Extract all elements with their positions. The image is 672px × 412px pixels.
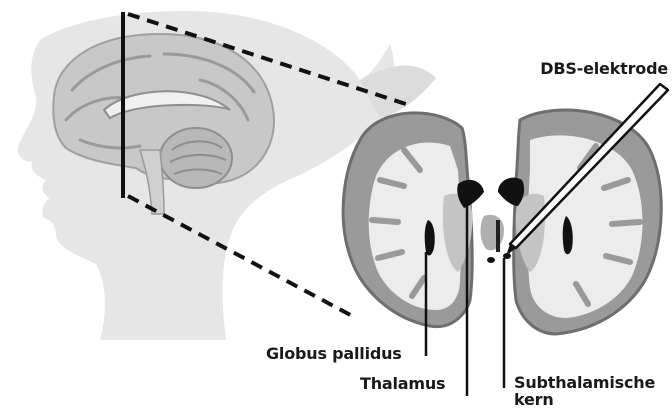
subthalamic-nucleus-label: Subthalamische kern <box>514 374 655 408</box>
subthalamic-nucleus-left <box>487 257 495 263</box>
thalamus <box>481 215 504 251</box>
thalamus-label: Thalamus <box>360 374 445 393</box>
left-ventricle <box>457 180 484 208</box>
third-ventricle <box>496 220 500 252</box>
right-ventricle <box>498 178 524 206</box>
subthalamic-label-line1: Subthalamische <box>514 374 655 391</box>
globus-pallidus-label: Globus pallidus <box>266 344 402 363</box>
dbs-electrode-label: DBS-elektrode <box>540 59 668 78</box>
subthalamic-label-line2: kern <box>514 391 655 408</box>
